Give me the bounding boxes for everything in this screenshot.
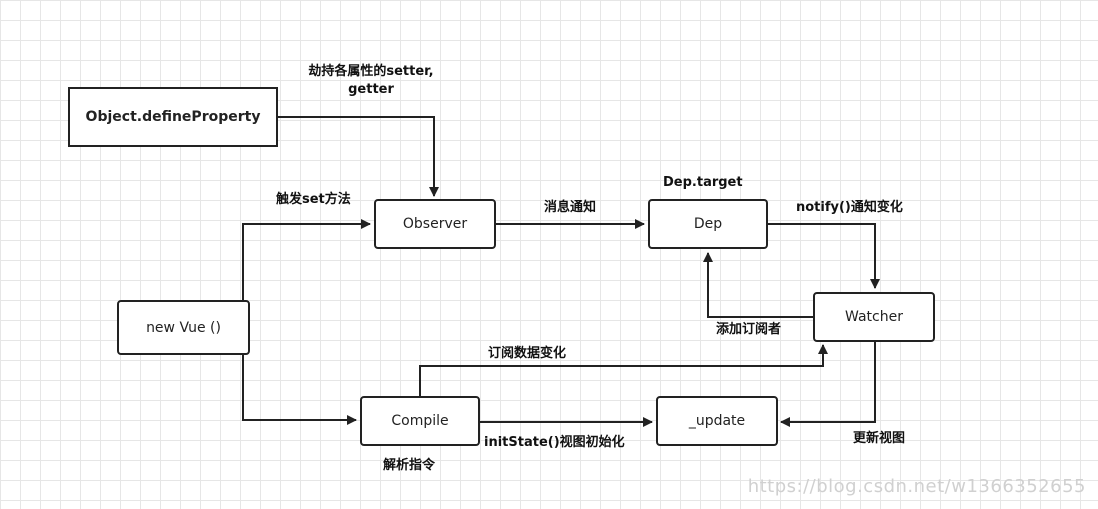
- node-watcher: Watcher: [813, 292, 935, 342]
- label-subscribe-change: 订阅数据变化: [488, 346, 567, 361]
- node-update: _update: [656, 396, 778, 446]
- label-hijack-line2: getter: [348, 82, 394, 97]
- arrow-compile-to-watcher: [419, 344, 828, 396]
- node-observer: Observer: [374, 199, 496, 249]
- watermark: https://blog.csdn.net/w1366352655: [747, 476, 1086, 497]
- label-init-state: initState()视图初始化: [484, 435, 625, 450]
- arrow-newvue-to-observer: [242, 219, 371, 300]
- arrow-dep-to-watcher: [768, 223, 880, 289]
- arrow-watcher-to-update: [780, 342, 876, 427]
- label-trigger-set: 触发set方法: [276, 192, 351, 207]
- label-message-notify: 消息通知: [544, 200, 597, 215]
- arrow-defineproperty-to-observer: [278, 116, 439, 197]
- node-compile: Compile: [360, 396, 480, 446]
- node-new-vue: new Vue (): [117, 300, 250, 355]
- label-add-subscriber: 添加订阅者: [716, 322, 782, 337]
- arrow-watcher-to-dep: [703, 252, 813, 318]
- label-update-view: 更新视图: [853, 431, 906, 446]
- label-hijack-line1: 劫持各属性的setter,: [308, 64, 434, 79]
- label-notify-change: notify()通知变化: [796, 200, 903, 215]
- label-hijack: 劫持各属性的setter, getter: [296, 63, 446, 99]
- label-parse-directive: 解析指令: [383, 458, 436, 473]
- node-object-defineproperty: Object.defineProperty: [68, 87, 278, 147]
- label-dep-target: Dep.target: [663, 175, 743, 190]
- node-dep: Dep: [648, 199, 768, 249]
- arrow-newvue-to-compile: [242, 355, 357, 425]
